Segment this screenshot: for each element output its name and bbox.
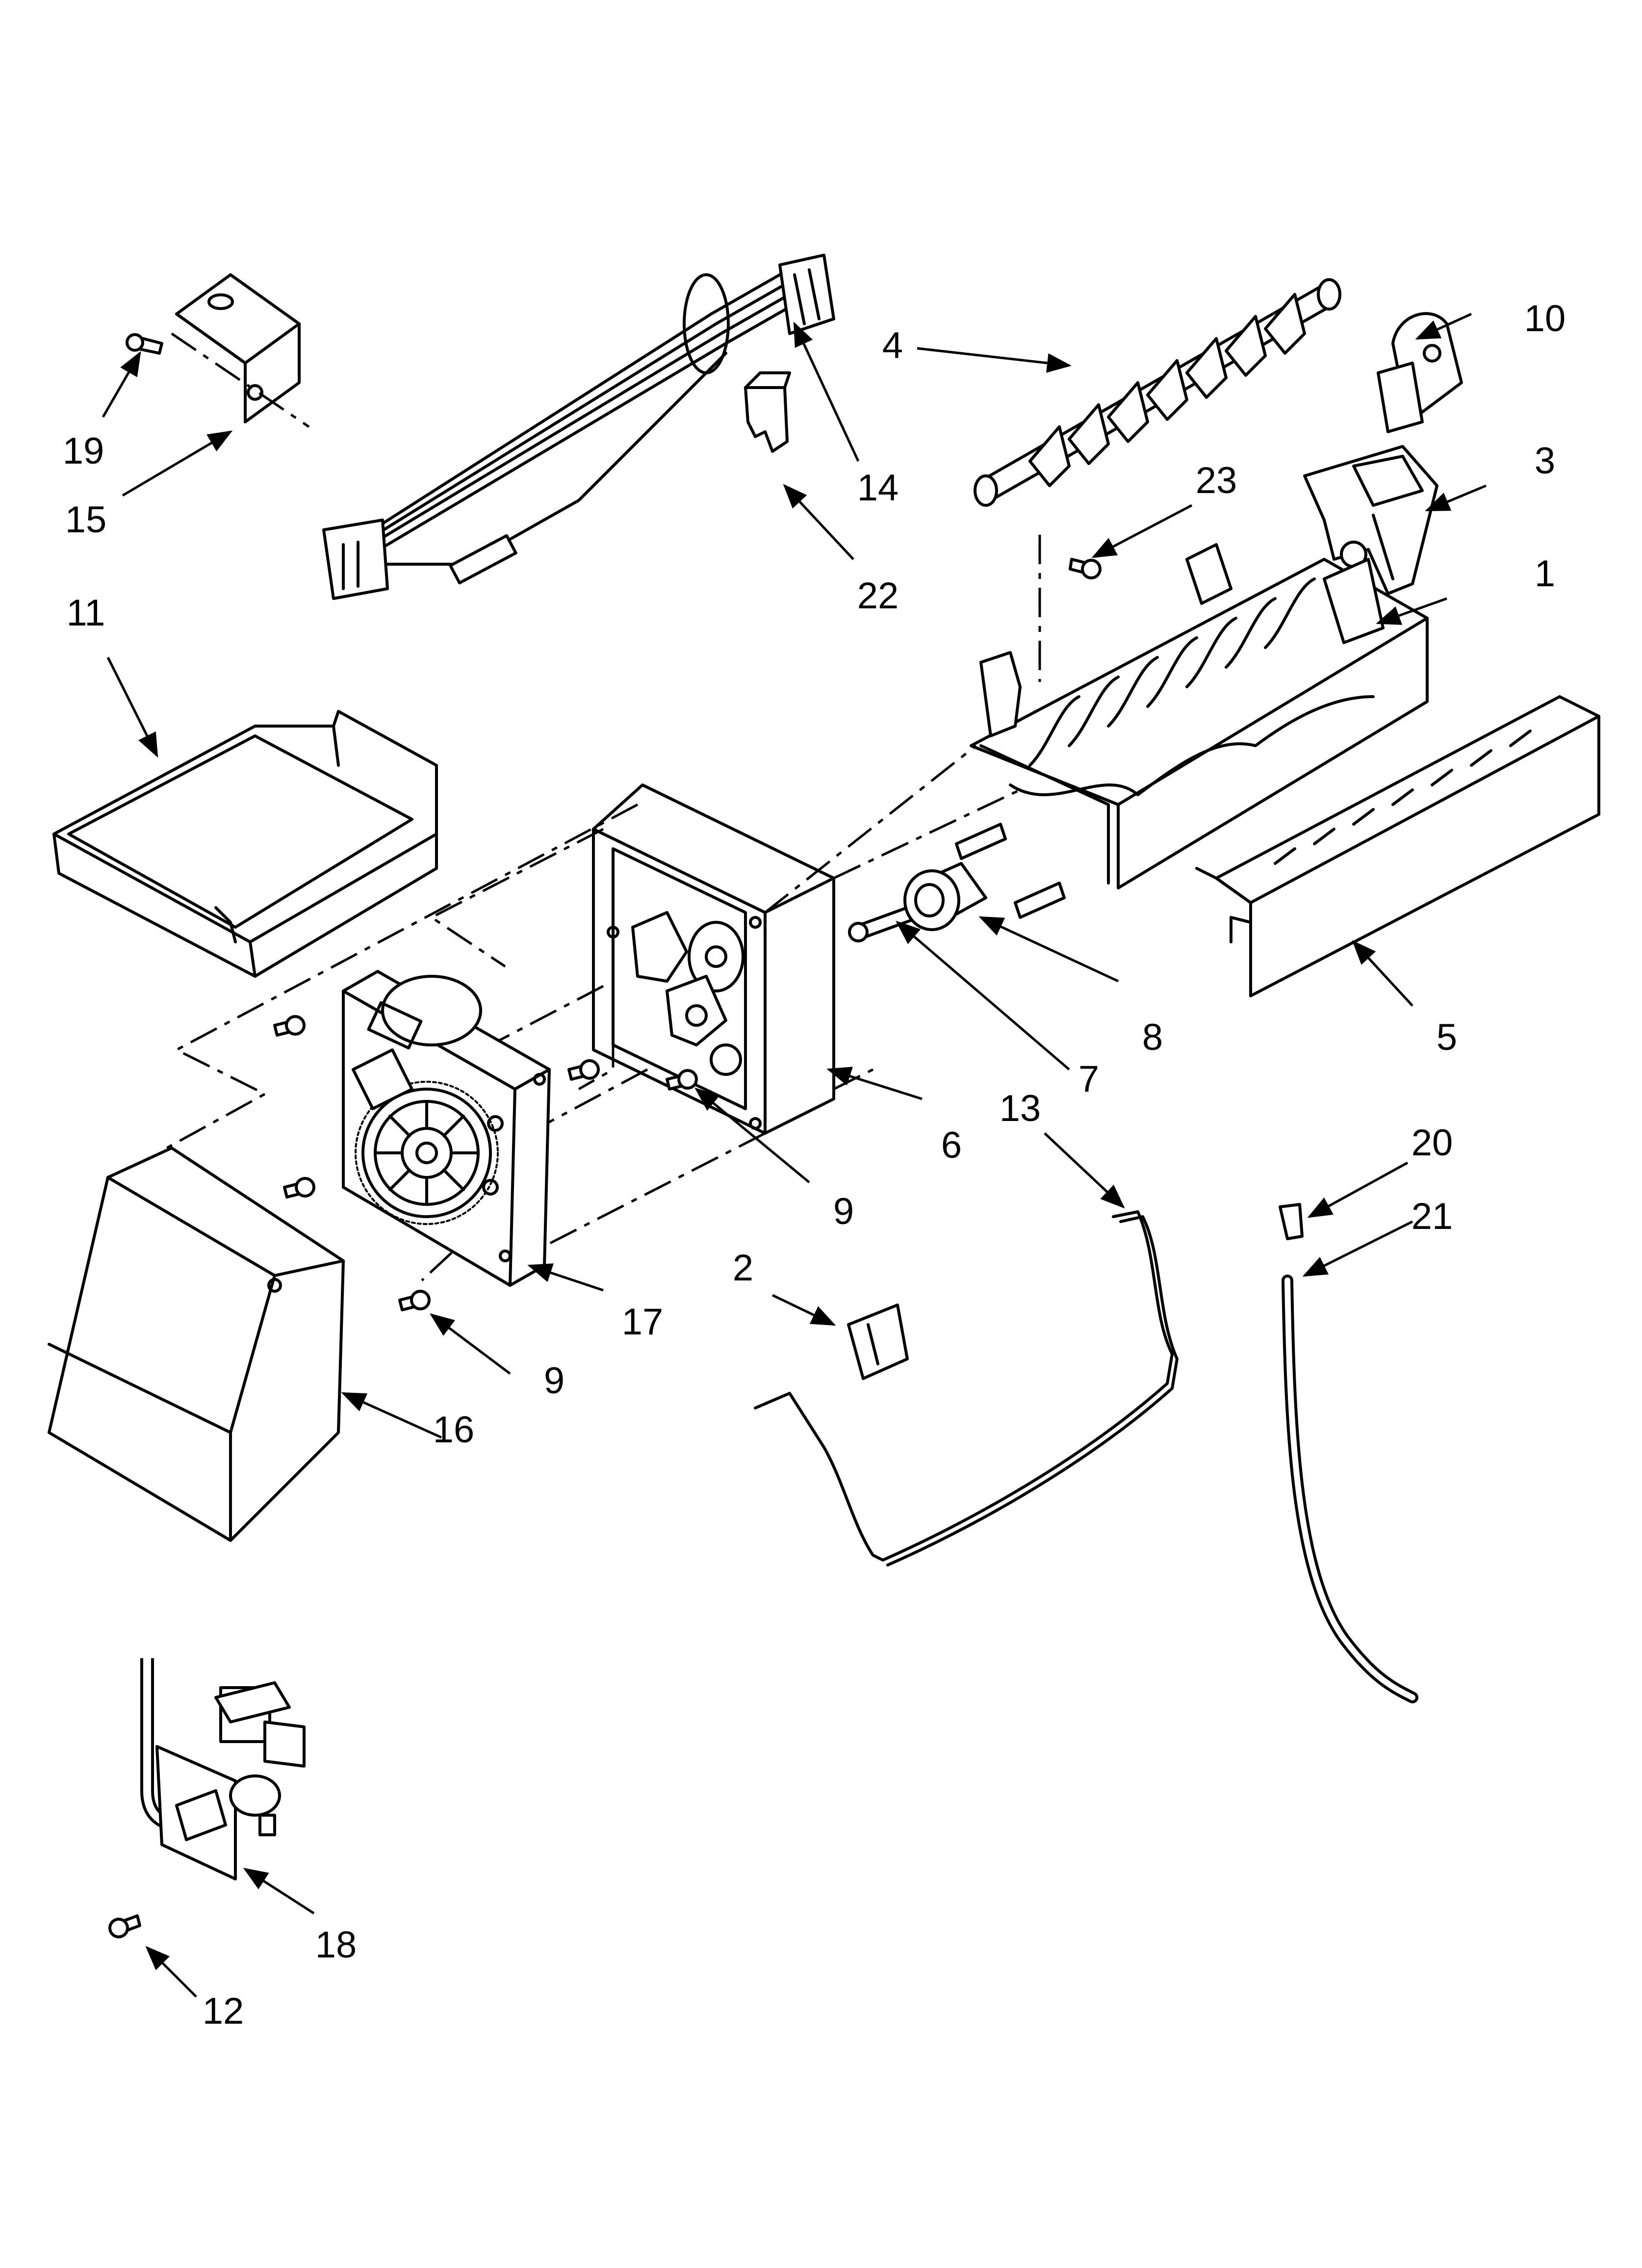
callout-4: 4: [882, 325, 903, 366]
part-19-screw: [126, 333, 163, 355]
callout-9b: 9: [544, 1360, 564, 1402]
callout-23: 23: [1196, 460, 1237, 501]
callout-17: 17: [622, 1301, 664, 1343]
part-1-ice-mold: [970, 543, 1429, 889]
assembly-dashlines: [166, 745, 1021, 1281]
callout-13: 13: [1000, 1088, 1041, 1129]
callout-22: 22: [857, 575, 899, 617]
part-4-ejector: [974, 278, 1341, 507]
callout-21: 21: [1411, 1196, 1453, 1237]
callout-16: 16: [433, 1409, 475, 1451]
part-3-fill-cup: [1303, 445, 1438, 595]
part-16-cover: [48, 1147, 345, 1542]
part-21-tube: [1282, 1275, 1418, 1703]
part-20-connector: [1279, 1203, 1304, 1240]
callout-14: 14: [857, 467, 899, 509]
callout-labels: 1 2 3 4 5 6 7 8 9 9 10 11 12 13 14 15 16…: [63, 298, 1566, 2032]
callout-5: 5: [1437, 1017, 1457, 1058]
part-9-screws: [273, 1015, 698, 1311]
leader-lines: [102, 313, 1487, 1998]
callout-15: 15: [65, 499, 107, 541]
part-12-screw: [108, 1914, 141, 1938]
callout-6: 6: [941, 1124, 962, 1166]
part-11-ice-bin: [52, 710, 438, 978]
callout-9a: 9: [833, 1191, 854, 1232]
part-23-screw: [1038, 535, 1102, 682]
part-14-wire-harness: [322, 254, 835, 600]
callout-12: 12: [203, 1990, 244, 2032]
callout-2: 2: [733, 1247, 753, 1289]
callout-3: 3: [1535, 440, 1555, 482]
part-8-thermostat: [903, 823, 1066, 931]
part-17-control-module: [342, 970, 551, 1287]
part-2-clip: [847, 1303, 909, 1380]
callout-10: 10: [1524, 298, 1566, 339]
part-10-cam: [1377, 312, 1463, 433]
part-6-housing: [592, 783, 835, 1135]
part-15-bracket: [171, 273, 310, 428]
part-18-water-valve: [140, 1658, 306, 1880]
callout-11: 11: [67, 592, 105, 634]
callout-19: 19: [63, 430, 104, 472]
callout-1: 1: [1535, 553, 1555, 595]
callout-8: 8: [1142, 1017, 1163, 1058]
part-22-clip: [744, 371, 791, 453]
part-5-front-cover: [1195, 695, 1600, 997]
callout-20: 20: [1411, 1122, 1453, 1164]
callout-7: 7: [1078, 1058, 1099, 1100]
part-7-shaft: [848, 906, 914, 942]
callout-18: 18: [315, 1924, 357, 1966]
part-13-bail-arm: [754, 1210, 1179, 1566]
